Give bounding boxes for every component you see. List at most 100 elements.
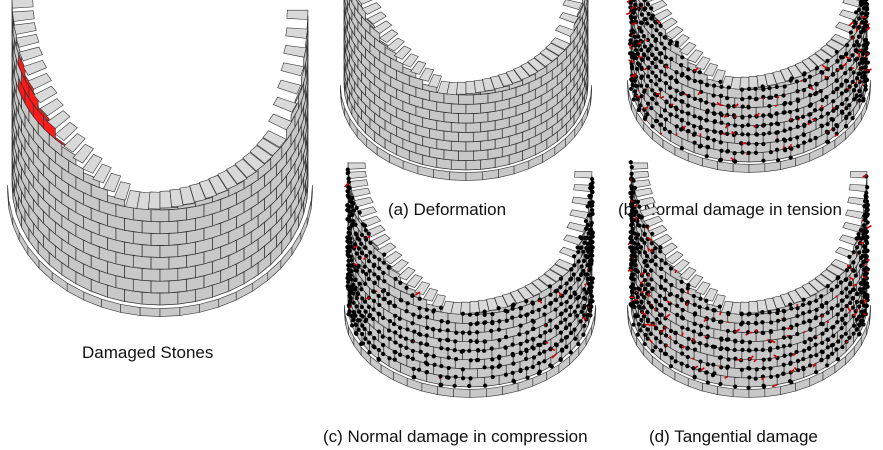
contact-point xyxy=(862,217,868,222)
contact-point xyxy=(632,7,638,12)
wall-cap xyxy=(830,33,851,46)
contact-point xyxy=(359,304,364,310)
contact-point xyxy=(644,83,650,88)
stone-block xyxy=(450,159,467,171)
contact-point xyxy=(362,223,368,228)
contact-point xyxy=(386,300,392,306)
contact-point xyxy=(795,115,800,120)
contact-point xyxy=(740,123,745,129)
contact-point xyxy=(774,147,780,152)
contact-point xyxy=(825,283,830,289)
contact-point xyxy=(820,331,825,336)
stone-block xyxy=(727,87,743,99)
contact-point xyxy=(761,158,766,163)
contact-point xyxy=(848,282,853,287)
wall-cap xyxy=(787,289,804,304)
contact-point xyxy=(425,342,430,347)
wall-model-tension xyxy=(626,0,872,173)
contact-point xyxy=(633,43,638,48)
contact-point xyxy=(853,273,858,278)
contact-point xyxy=(746,141,751,146)
contact-point xyxy=(371,298,377,303)
contact-point xyxy=(775,345,780,350)
wall-cap xyxy=(808,278,827,292)
contact-point xyxy=(698,331,704,337)
contact-point xyxy=(865,185,870,190)
wall-cap xyxy=(414,281,431,295)
damage-mark xyxy=(664,65,669,70)
contact-point xyxy=(829,287,834,292)
damage-mark xyxy=(586,268,589,271)
base-block xyxy=(780,157,796,170)
contact-point xyxy=(678,344,684,349)
contact-point xyxy=(653,74,659,79)
contact-point xyxy=(802,122,807,127)
contact-point xyxy=(761,141,766,147)
contact-point xyxy=(819,349,824,354)
contact-point xyxy=(761,123,766,128)
stone-block xyxy=(365,17,376,30)
contact-point xyxy=(346,258,351,264)
base-block xyxy=(513,160,530,175)
contact-point xyxy=(645,263,650,268)
contact-point xyxy=(739,322,744,327)
contact-point xyxy=(669,75,674,80)
contact-point xyxy=(377,302,382,308)
contact-point xyxy=(725,96,730,101)
contact-point xyxy=(653,19,658,24)
damage-mark xyxy=(691,337,695,342)
wall-base xyxy=(7,184,313,317)
base-block xyxy=(628,315,632,335)
base-block xyxy=(417,165,434,178)
contact-point xyxy=(847,335,852,340)
contact-point xyxy=(646,101,651,106)
contact-point xyxy=(635,246,640,251)
contact-point xyxy=(650,33,655,39)
damage-mark xyxy=(626,11,632,16)
contact-point xyxy=(588,290,593,295)
contact-point xyxy=(353,222,358,227)
contact-point xyxy=(653,336,659,341)
contact-point xyxy=(403,336,409,341)
contact-point xyxy=(583,253,588,259)
contact-point xyxy=(782,100,788,106)
contact-point xyxy=(642,44,648,49)
damage-mark xyxy=(863,312,867,316)
contact-point xyxy=(843,277,848,283)
contact-point xyxy=(789,76,794,81)
contact-point xyxy=(746,150,751,155)
contact-point xyxy=(353,331,358,336)
contact-point xyxy=(761,87,766,92)
contact-point xyxy=(801,356,806,362)
base-block xyxy=(465,171,483,181)
contact-point xyxy=(525,312,530,317)
contact-point xyxy=(829,306,834,311)
contact-point xyxy=(424,315,430,320)
contact-point xyxy=(664,99,669,104)
contact-point xyxy=(578,235,583,240)
contact-point xyxy=(481,348,487,353)
contact-point xyxy=(569,276,574,281)
wall-cap xyxy=(838,234,859,246)
contact-point xyxy=(834,87,839,92)
contact-point xyxy=(761,113,766,118)
wall-cap xyxy=(198,179,218,199)
wall-cap xyxy=(845,209,865,220)
wall-cap xyxy=(505,69,522,84)
damage-mark xyxy=(703,317,708,323)
contact-point xyxy=(587,193,592,199)
wall-cap xyxy=(801,282,819,297)
wall-cap xyxy=(372,20,393,34)
stone-block xyxy=(12,21,17,48)
wall-cap xyxy=(262,130,287,148)
contact-point xyxy=(548,347,553,352)
contact-point xyxy=(446,338,451,343)
contact-point xyxy=(861,232,866,237)
contact-point xyxy=(588,186,593,191)
contact-point xyxy=(370,316,376,322)
contact-point xyxy=(859,30,864,35)
contact-point xyxy=(518,341,523,346)
contact-point xyxy=(354,232,359,237)
contact-point xyxy=(795,124,800,129)
contact-point xyxy=(863,83,868,89)
